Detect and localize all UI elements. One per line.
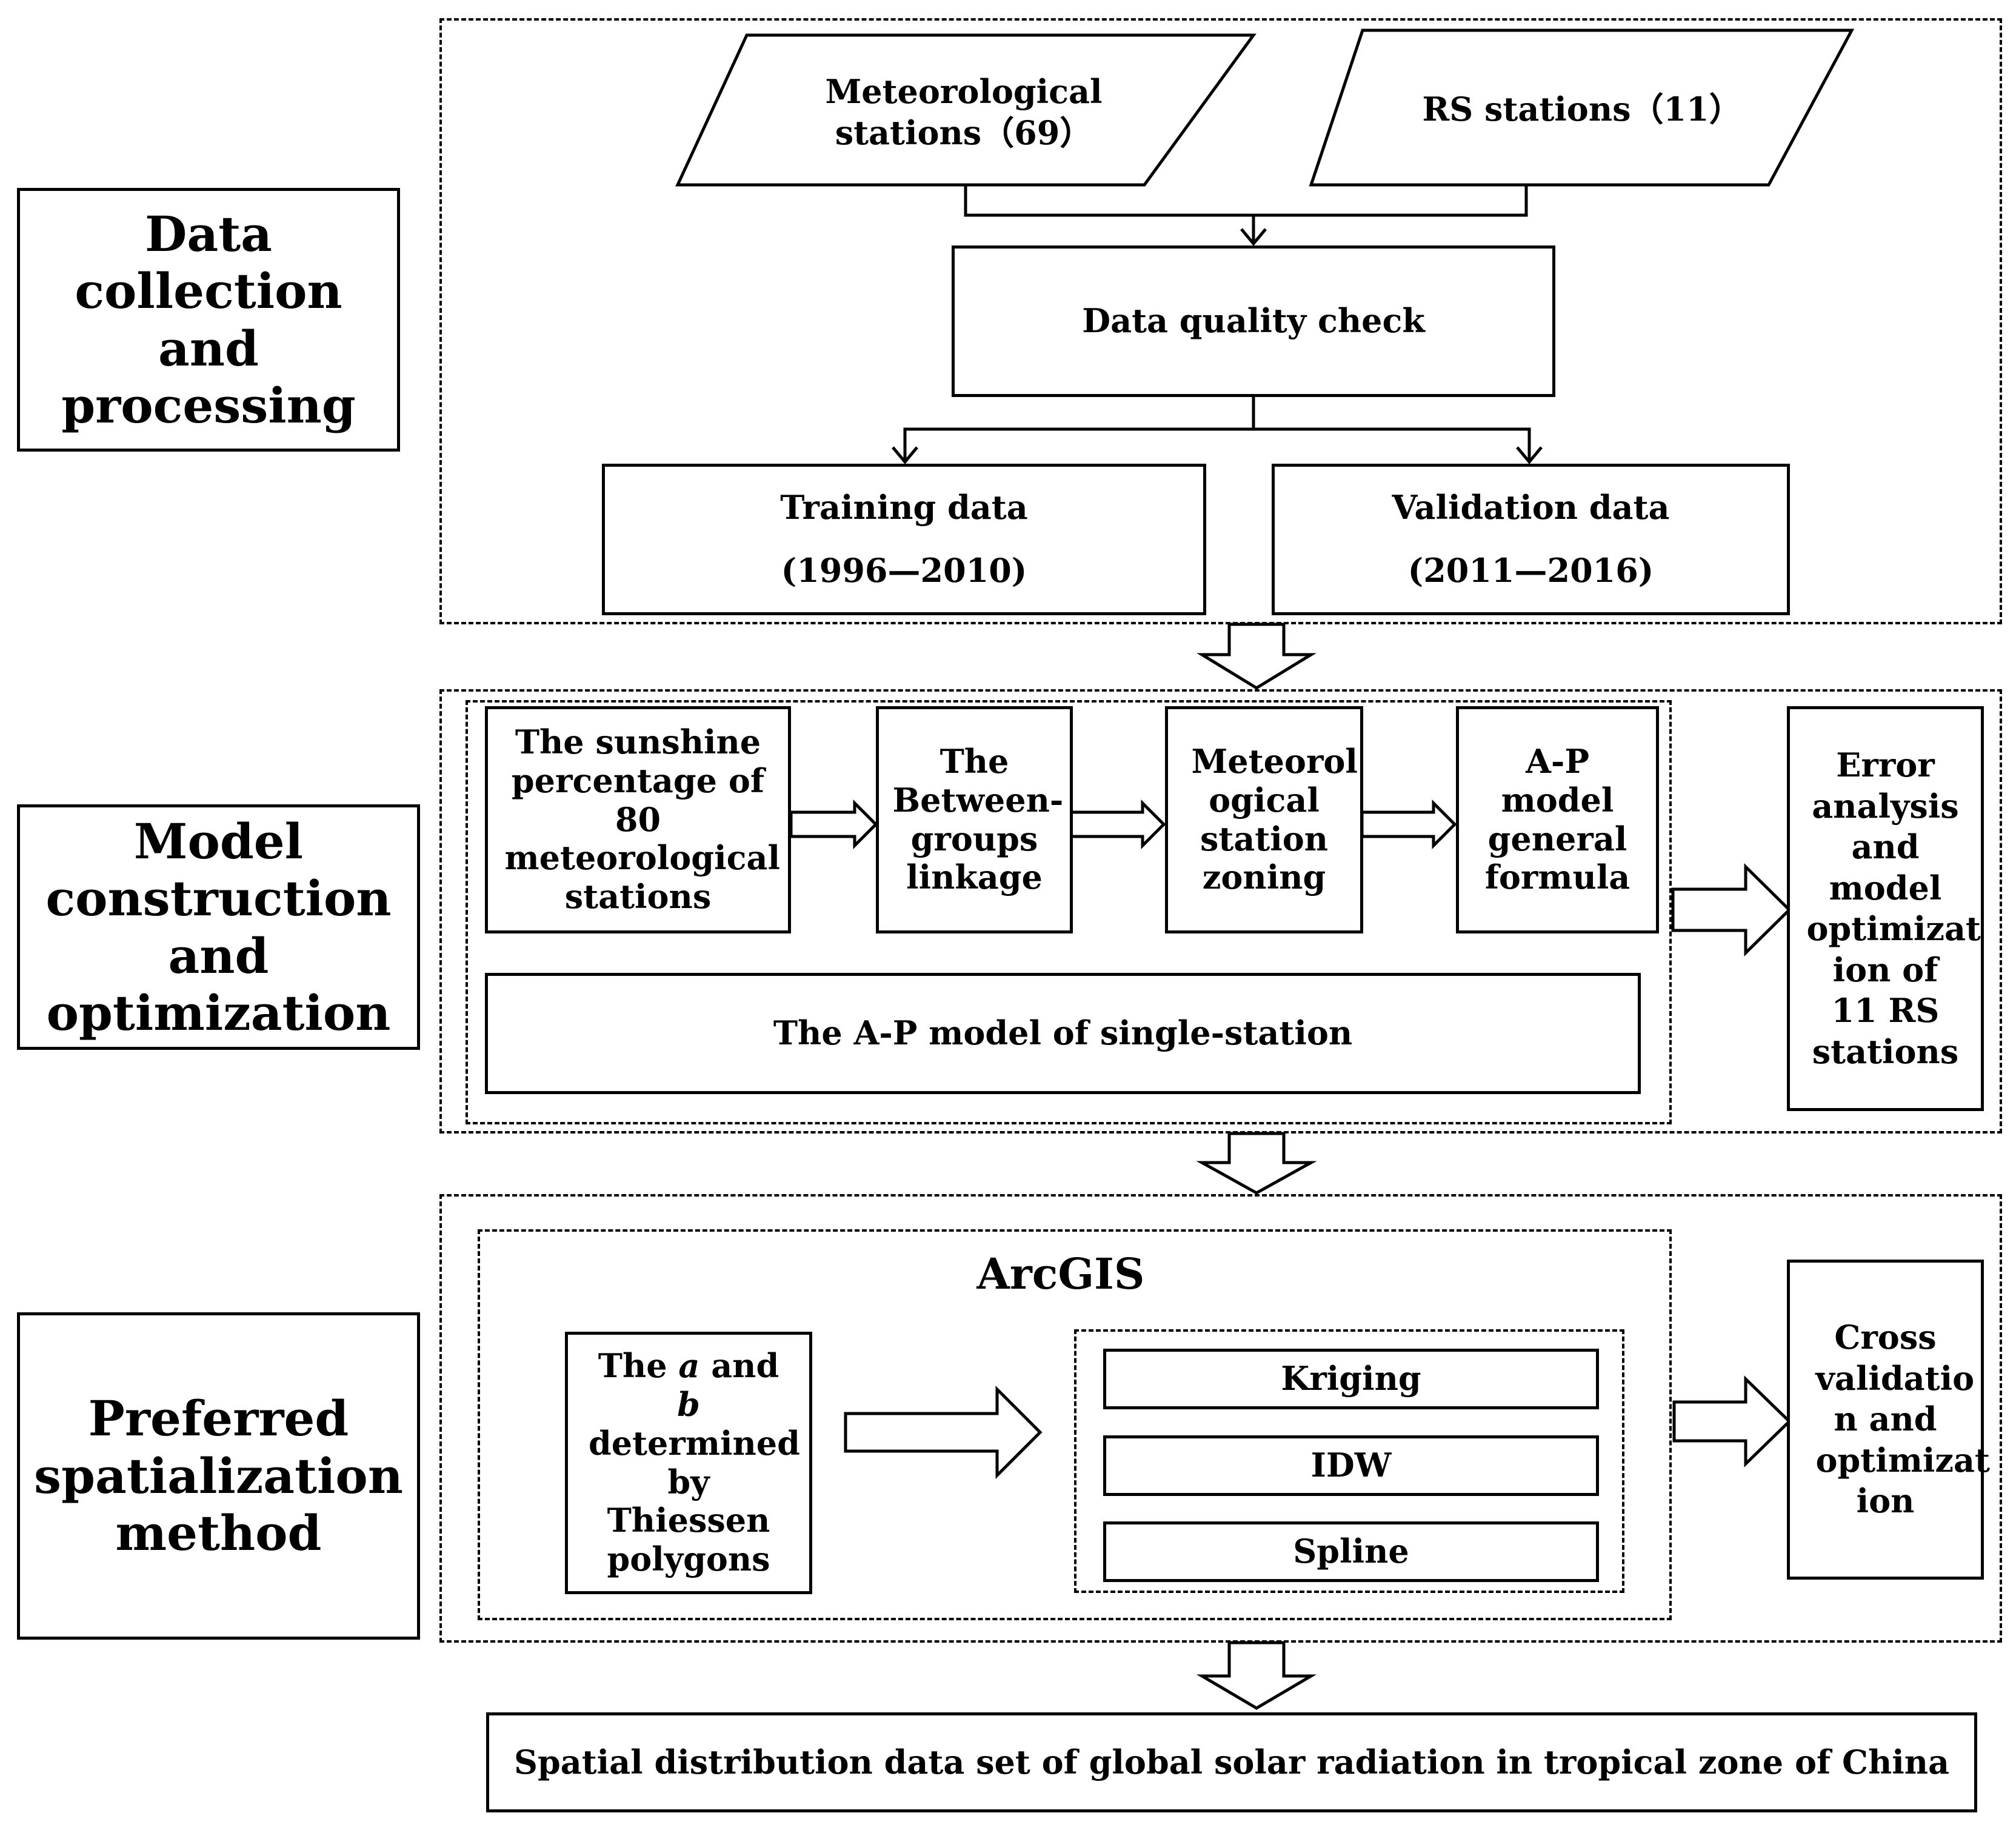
stage-label-spatialization: Preferred spatialization method — [17, 1312, 420, 1640]
stage-label-text: Data collection and processing — [61, 205, 356, 434]
model-steps-group — [466, 700, 1672, 1124]
method-spline: Spline — [1103, 1521, 1599, 1582]
interpolation-methods-group — [1074, 1329, 1624, 1593]
validation-data-years: (2011—2016) — [1407, 551, 1654, 590]
coefficient-a: a — [678, 1346, 700, 1386]
model-step-arrow-1 — [789, 799, 878, 850]
method-kriging: Kriging — [1103, 1349, 1599, 1409]
training-data-years: (1996—2010) — [781, 551, 1027, 590]
model-construction-container — [439, 689, 2002, 1134]
merge-connector — [964, 185, 1528, 217]
rs-stations-label: RS stations（11） — [1422, 89, 1742, 129]
single-station-label: The A-P model of single-station — [773, 1013, 1353, 1053]
split-connector — [903, 427, 1531, 459]
method-label: IDW — [1310, 1446, 1392, 1485]
to-cross-validation-arrow — [1672, 1375, 1792, 1467]
cross-validation-label: Cross validatio n and optimizat ion — [1815, 1318, 1990, 1521]
model-step-label: Meteorol ogical station zoning — [1191, 742, 1358, 897]
method-label: Spline — [1293, 1532, 1409, 1571]
error-analysis: Error analysis and model optimizat ion o… — [1787, 706, 1984, 1111]
stage-label-text: Preferred spatialization method — [34, 1390, 403, 1562]
validation-data: Validation data (2011—2016) — [1272, 464, 1790, 615]
method-idw: IDW — [1103, 1435, 1599, 1496]
model-step-zoning: Meteorol ogical station zoning — [1165, 706, 1363, 933]
model-step-label: The sunshine percentage of 80 meteorolog… — [504, 723, 780, 916]
model-step-arrow-2 — [1069, 799, 1166, 850]
stage-label-data-collection: Data collection and processing — [17, 188, 400, 452]
training-data: Training data (1996—2010) — [602, 464, 1206, 615]
meteorological-stations-parallelogram — [675, 33, 1257, 187]
data-quality-check: Data quality check — [952, 245, 1555, 397]
validation-data-title: Validation data — [1392, 488, 1670, 527]
data-collection-container — [439, 18, 2002, 624]
data-quality-check-label: Data quality check — [1082, 301, 1425, 341]
model-step-arrow-3 — [1360, 799, 1457, 850]
thiessen-text-suffix: determined by Thiessen polygons — [589, 1423, 800, 1578]
coefficient-b: b — [677, 1385, 700, 1424]
rs-stations-parallelogram — [1309, 28, 1855, 187]
model-step-formula: A-P model general formula — [1456, 706, 1659, 933]
model-step-label: The Between-groups linkage — [892, 742, 1064, 897]
cross-validation: Cross validatio n and optimizat ion — [1787, 1260, 1990, 1580]
output-dataset: Spatial distribution data set of global … — [486, 1712, 1977, 1812]
stage-arrow-3 — [1196, 1641, 1317, 1710]
training-data-title: Training data — [780, 488, 1028, 527]
thiessen-polygons: The a and b determined by Thiessen polyg… — [565, 1332, 812, 1594]
method-label: Kriging — [1281, 1359, 1421, 1398]
output-dataset-label: Spatial distribution data set of global … — [513, 1742, 1949, 1781]
split-arrowhead-validation — [1516, 446, 1543, 464]
stage-arrow-1 — [1197, 623, 1317, 690]
thiessen-text-prefix: The — [598, 1346, 679, 1386]
stage-arrow-2 — [1196, 1132, 1317, 1195]
single-station-model: The A-P model of single-station — [485, 973, 1641, 1094]
stage-label-model-construction: Model construction and optimization — [17, 804, 420, 1050]
model-step-sunshine: The sunshine percentage of 80 meteorolog… — [485, 706, 791, 933]
merge-arrowhead — [1240, 228, 1267, 246]
to-methods-arrow — [844, 1385, 1043, 1480]
meteorological-stations-label: Meteorological stations（69） — [825, 72, 1103, 152]
split-arrowhead-training — [892, 446, 918, 464]
stage-label-text: Model construction and optimization — [45, 812, 392, 1041]
arcgis-title: ArcGIS — [976, 1249, 1145, 1299]
arcgis-group — [478, 1229, 1672, 1620]
to-error-analysis-arrow — [1671, 863, 1792, 957]
model-step-label: A-P model general formula — [1484, 742, 1630, 897]
spatialization-container — [439, 1194, 2002, 1643]
error-analysis-label: Error analysis and model optimizat ion o… — [1806, 746, 1981, 1071]
thiessen-polygons-label: The a and b determined by Thiessen polyg… — [589, 1346, 800, 1578]
thiessen-text-mid: and — [699, 1346, 779, 1386]
model-step-linkage: The Between-groups linkage — [876, 706, 1073, 933]
